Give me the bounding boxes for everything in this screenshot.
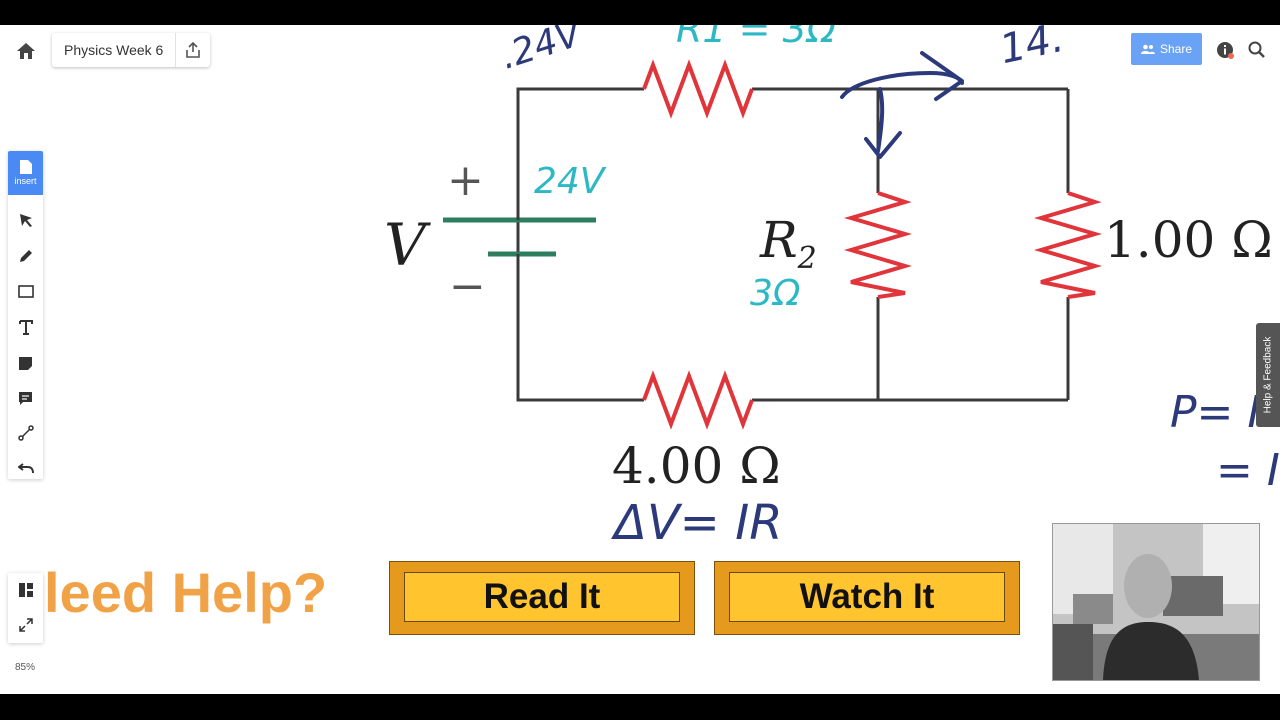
share-label: Share bbox=[1159, 42, 1193, 56]
text-tool[interactable] bbox=[8, 310, 43, 344]
sticky-note-tool[interactable] bbox=[8, 346, 43, 380]
webcam-feed bbox=[1053, 524, 1259, 680]
tool-palette: insert bbox=[8, 151, 43, 479]
ink-r2-value: 3Ω bbox=[750, 273, 801, 314]
bottom-resistor-label: 4.00 Ω bbox=[612, 437, 781, 495]
sticky-note-icon bbox=[19, 356, 32, 370]
info-icon bbox=[1217, 42, 1234, 59]
resistor-right bbox=[1033, 191, 1103, 299]
undo-button[interactable] bbox=[8, 451, 43, 485]
export-button[interactable] bbox=[175, 33, 210, 67]
grid-icon bbox=[18, 583, 33, 597]
text-icon bbox=[18, 319, 33, 335]
ink-power-line1: P= I bbox=[1170, 387, 1261, 438]
feedback-label: Help & Feedback bbox=[1262, 336, 1274, 414]
r2-label: R2 bbox=[760, 211, 817, 276]
battery-plus: + bbox=[447, 155, 484, 206]
document-title[interactable]: Physics Week 6 bbox=[64, 42, 164, 58]
letterbox-top bbox=[0, 0, 1280, 25]
comment-icon bbox=[19, 391, 32, 405]
webcam-overlay[interactable] bbox=[1052, 523, 1260, 681]
ink-top-mid: R1 = 3Ω bbox=[676, 25, 836, 51]
whiteboard-canvas[interactable]: V + − R2 1.00 Ω 4.00 Ω .24V R1 = 3Ω 14. … bbox=[0, 25, 1280, 694]
connector-tool[interactable] bbox=[8, 416, 43, 450]
home-button[interactable] bbox=[12, 37, 40, 65]
pencil-icon bbox=[19, 250, 32, 262]
ink-ohms-law: ΔV= IR bbox=[614, 495, 783, 551]
document-icon bbox=[19, 160, 32, 174]
rectangle-icon bbox=[17, 285, 34, 298]
expand-icon bbox=[18, 618, 33, 632]
r2-subscript: 2 bbox=[797, 241, 817, 276]
home-icon bbox=[17, 43, 35, 59]
connector-icon bbox=[17, 425, 34, 441]
ink-battery-voltage: 24V bbox=[534, 161, 605, 202]
watch-it-button[interactable]: Watch It bbox=[714, 561, 1020, 635]
help-feedback-tab[interactable]: Help & Feedback bbox=[1256, 323, 1280, 427]
voltage-label: V bbox=[384, 211, 426, 279]
cursor-arrow-icon bbox=[19, 214, 32, 227]
search-button[interactable] bbox=[1247, 40, 1267, 60]
export-icon bbox=[186, 42, 200, 58]
share-button[interactable]: Share bbox=[1131, 33, 1202, 65]
shape-tool[interactable] bbox=[8, 275, 43, 309]
read-it-label: Read It bbox=[404, 572, 680, 622]
read-it-button[interactable]: Read It bbox=[389, 561, 695, 635]
search-icon bbox=[1248, 41, 1265, 58]
need-help-heading: leed Help? bbox=[44, 561, 328, 624]
document-title-bar: Physics Week 6 bbox=[52, 33, 210, 67]
battery-minus: − bbox=[449, 261, 486, 312]
resistor-bottom bbox=[642, 370, 754, 430]
comment-tool[interactable] bbox=[8, 381, 43, 415]
r2-letter: R bbox=[760, 211, 798, 269]
undo-icon bbox=[17, 463, 34, 474]
info-button[interactable] bbox=[1216, 41, 1234, 59]
zoom-level[interactable]: 85% bbox=[15, 662, 36, 673]
board-overview-button[interactable] bbox=[8, 573, 43, 607]
ink-power-line2: = I bbox=[1216, 445, 1280, 496]
circuit-wires bbox=[516, 87, 1070, 402]
view-controls bbox=[8, 573, 43, 643]
insert-tool[interactable]: insert bbox=[8, 151, 43, 195]
letterbox-bottom bbox=[0, 694, 1280, 720]
pen-tool[interactable] bbox=[8, 239, 43, 273]
ink-current-arrow bbox=[840, 51, 964, 159]
insert-label: insert bbox=[14, 176, 37, 186]
select-tool[interactable] bbox=[8, 203, 43, 237]
right-resistor-label: 1.00 Ω bbox=[1104, 211, 1273, 269]
resistor-r1 bbox=[642, 59, 754, 119]
people-icon bbox=[1140, 44, 1155, 54]
whiteboard-app: V + − R2 1.00 Ω 4.00 Ω .24V R1 = 3Ω 14. … bbox=[0, 25, 1280, 694]
resistor-r2 bbox=[843, 191, 913, 299]
watch-it-label: Watch It bbox=[729, 572, 1005, 622]
fit-to-screen-button[interactable] bbox=[8, 608, 43, 642]
